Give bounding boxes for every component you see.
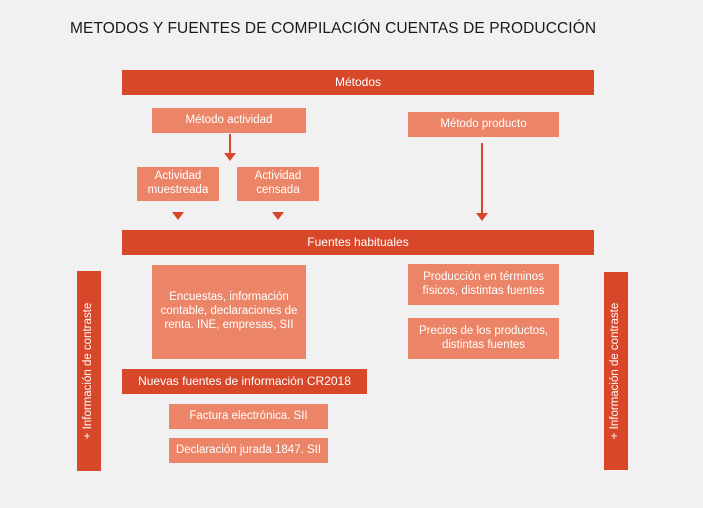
arrow-producto-line xyxy=(481,143,483,214)
precios-productos-label: Precios de los productos, distintas fuen… xyxy=(418,324,549,351)
arrow-producto-head xyxy=(476,213,488,221)
metodo-actividad-box: Método actividad xyxy=(152,108,306,133)
produccion-fisicos-label: Producción en términos físicos, distinta… xyxy=(422,270,545,297)
metodo-producto-label: Método producto xyxy=(440,117,527,130)
arrow-actividad-head xyxy=(224,153,236,161)
metodo-actividad-label: Método actividad xyxy=(185,113,273,126)
encuestas-box: Encuestas, información contable, declara… xyxy=(152,265,306,359)
declaracion-box: Declaración jurada 1847. SII xyxy=(169,438,328,463)
actividad-censada-box: Actividad censada xyxy=(237,167,319,201)
nuevas-fuentes-bar: Nuevas fuentes de información CR2018 xyxy=(122,369,367,394)
metodo-producto-box: Método producto xyxy=(408,112,559,137)
contraste-right-bar: + Información de contraste xyxy=(604,272,628,470)
encuestas-label: Encuestas, información contable, declara… xyxy=(160,291,298,331)
arrow-actividad-line xyxy=(229,134,231,154)
arrow-censada-head xyxy=(272,212,284,220)
fuentes-habituales-label: Fuentes habituales xyxy=(307,235,409,250)
contraste-right-label: + Información de contraste xyxy=(609,302,622,440)
factura-label: Factura electrónica. SII xyxy=(189,409,308,422)
arrow-muestreada-head xyxy=(172,212,184,220)
fuentes-habituales-bar: Fuentes habituales xyxy=(122,230,594,255)
declaracion-label: Declaración jurada 1847. SII xyxy=(175,443,322,456)
precios-productos-box: Precios de los productos, distintas fuen… xyxy=(408,318,559,359)
produccion-fisicos-box: Producción en términos físicos, distinta… xyxy=(408,264,559,305)
actividad-muestreada-label: Actividad muestreada xyxy=(147,170,209,196)
metodos-label: Métodos xyxy=(334,75,382,90)
factura-box: Factura electrónica. SII xyxy=(169,404,328,429)
actividad-censada-label: Actividad censada xyxy=(254,170,302,196)
actividad-muestreada-box: Actividad muestreada xyxy=(137,167,219,201)
metodos-bar: Métodos xyxy=(122,70,594,95)
nuevas-fuentes-label: Nuevas fuentes de información CR2018 xyxy=(138,374,351,389)
contraste-left-bar: + Información de contraste xyxy=(77,271,101,471)
contraste-left-label: + Información de contraste xyxy=(82,302,95,440)
page-title: METODOS Y FUENTES DE COMPILACIÓN CUENTAS… xyxy=(70,20,597,37)
